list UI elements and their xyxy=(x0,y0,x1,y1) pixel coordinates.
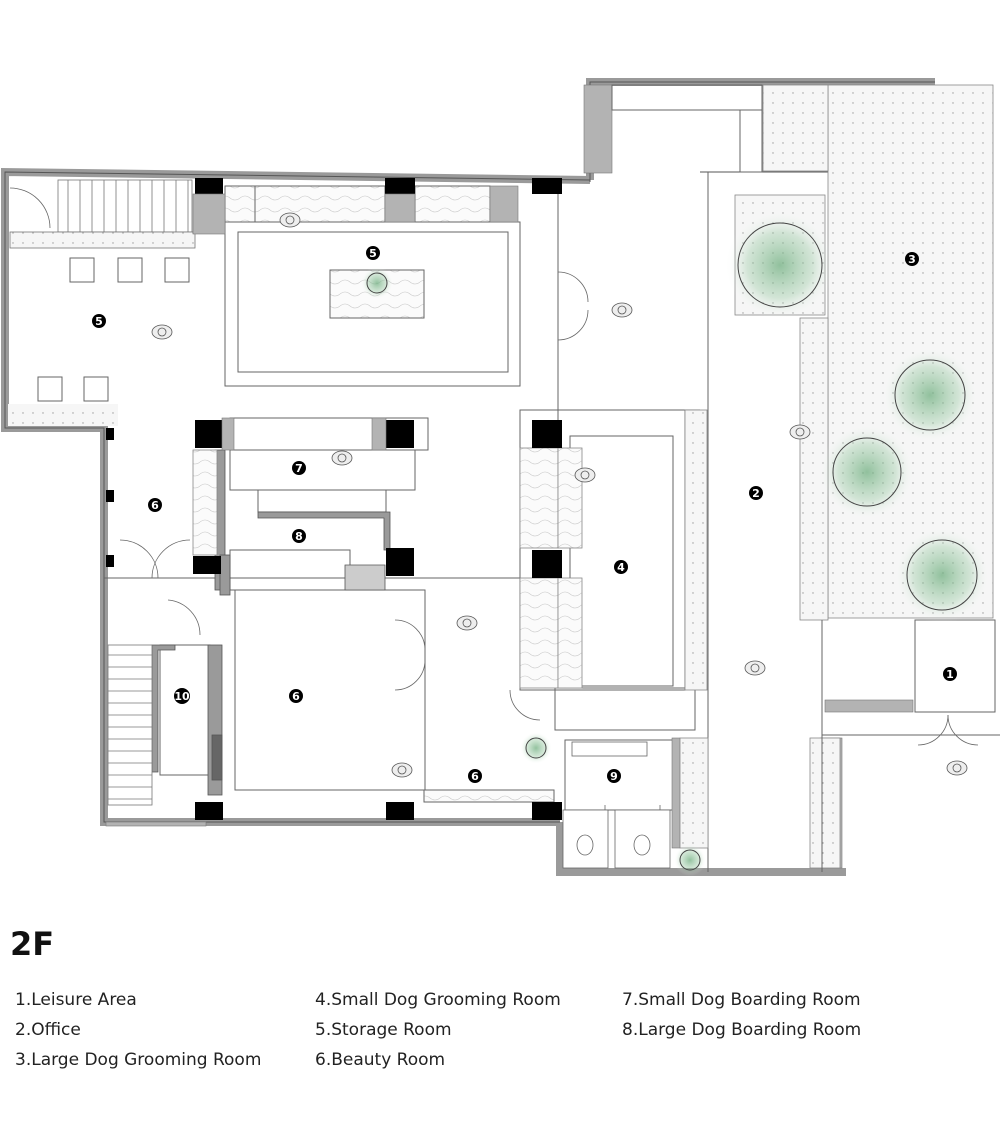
floor-plan: 1 2 3 4 5 5 6 6 6 7 8 9 10 xyxy=(1,78,1000,876)
room-marker: 3 xyxy=(905,252,919,266)
room-marker: 10 xyxy=(174,688,190,704)
storage-room xyxy=(224,185,521,387)
legend-item: 8.Large Dog Boarding Room xyxy=(622,1020,862,1040)
room-marker: 8 xyxy=(292,529,306,543)
svg-text:1: 1 xyxy=(946,668,954,681)
people-figures xyxy=(151,212,968,778)
room-marker: 9 xyxy=(607,769,621,783)
staircase-bottom xyxy=(107,644,153,806)
legend-item: 3.Large Dog Grooming Room xyxy=(15,1050,262,1070)
room-marker: 6 xyxy=(289,689,303,703)
svg-text:9: 9 xyxy=(610,770,618,783)
doors xyxy=(9,187,979,830)
legend-item: 1.Leisure Area xyxy=(15,990,137,1010)
legend-item: 6.Beauty Room xyxy=(315,1050,446,1070)
room-marker: 5 xyxy=(366,246,380,260)
svg-text:8: 8 xyxy=(295,530,303,543)
lounge-furniture xyxy=(8,257,190,426)
legend-column-2: 4.Small Dog Grooming Room 5.Storage Room… xyxy=(315,985,561,1075)
room-marker: 7 xyxy=(292,461,306,475)
svg-text:5: 5 xyxy=(369,247,377,260)
svg-text:5: 5 xyxy=(95,315,103,328)
room-marker: 5 xyxy=(92,314,106,328)
room-marker: 6 xyxy=(468,769,482,783)
legend-item: 2.Office xyxy=(15,1020,81,1040)
room-markers: 1 2 3 4 5 5 6 6 6 7 8 9 10 xyxy=(92,246,957,783)
svg-text:3: 3 xyxy=(908,253,916,266)
staircase-top xyxy=(9,179,196,249)
svg-text:6: 6 xyxy=(151,499,159,512)
svg-text:2: 2 xyxy=(752,487,760,500)
room-marker: 2 xyxy=(749,486,763,500)
legend-item: 4.Small Dog Grooming Room xyxy=(315,990,561,1010)
svg-text:6: 6 xyxy=(292,690,300,703)
svg-text:4: 4 xyxy=(617,561,625,574)
planting xyxy=(361,210,990,876)
floor-label: 2F xyxy=(10,925,55,963)
legend-column-1: 1.Leisure Area 2.Office 3.Large Dog Groo… xyxy=(15,985,261,1075)
room-marker: 1 xyxy=(943,667,957,681)
interior-walls xyxy=(104,172,709,872)
structural-columns xyxy=(106,178,562,820)
legend-column-3: 7.Small Dog Boarding Room 8.Large Dog Bo… xyxy=(622,985,861,1045)
svg-text:6: 6 xyxy=(471,770,479,783)
legend-item: 5.Storage Room xyxy=(315,1020,452,1040)
room-marker: 4 xyxy=(614,560,628,574)
restrooms xyxy=(562,741,671,869)
room-marker: 6 xyxy=(148,498,162,512)
legend-item: 7.Small Dog Boarding Room xyxy=(622,990,861,1010)
svg-text:10: 10 xyxy=(174,690,190,703)
svg-text:7: 7 xyxy=(295,462,303,475)
